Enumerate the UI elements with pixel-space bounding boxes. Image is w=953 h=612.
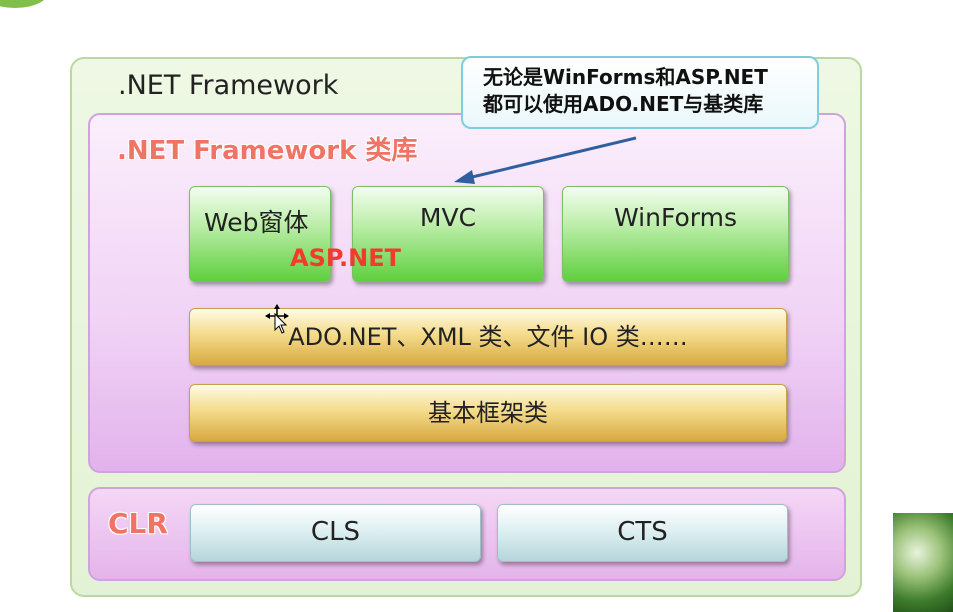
- callout-line-2: 都可以使用ADO.NET与基类库: [483, 92, 764, 116]
- web-forms-label: Web窗体: [204, 208, 309, 237]
- cts-box: CTS: [497, 504, 788, 562]
- base-classes-label: 基本框架类: [428, 399, 548, 427]
- winforms-label: WinForms: [614, 203, 737, 232]
- cts-label: CTS: [617, 517, 668, 547]
- clr-title: CLR: [108, 507, 168, 540]
- arrow-shaft: [467, 136, 637, 180]
- cls-box: CLS: [190, 504, 481, 562]
- aspnet-label: ASP.NET: [290, 244, 402, 272]
- data-layer-box: ADO.NET、XML 类、文件 IO 类……: [189, 308, 787, 366]
- arrow-head: [454, 170, 475, 184]
- callout-arrow: [454, 136, 637, 184]
- winforms-box: WinForms: [562, 186, 789, 282]
- callout-note: 无论是WinForms和ASP.NET 都可以使用ADO.NET与基类库: [461, 56, 819, 129]
- move-cursor-icon: [265, 304, 289, 334]
- net-framework-title: .NET Framework: [118, 70, 339, 101]
- mvc-label: MVC: [419, 203, 477, 232]
- mvc-box: MVC: [352, 186, 544, 282]
- thumbnail-image: [893, 513, 953, 612]
- class-library-title: .NET Framework 类库: [117, 136, 418, 166]
- callout-line-1: 无论是WinForms和ASP.NET: [483, 65, 768, 89]
- web-forms-box: Web窗体: [189, 186, 331, 282]
- base-classes-box: 基本框架类: [189, 384, 787, 442]
- data-layer-label: ADO.NET、XML 类、文件 IO 类……: [288, 323, 688, 351]
- corner-decoration: [0, 0, 50, 8]
- cls-label: CLS: [310, 517, 361, 547]
